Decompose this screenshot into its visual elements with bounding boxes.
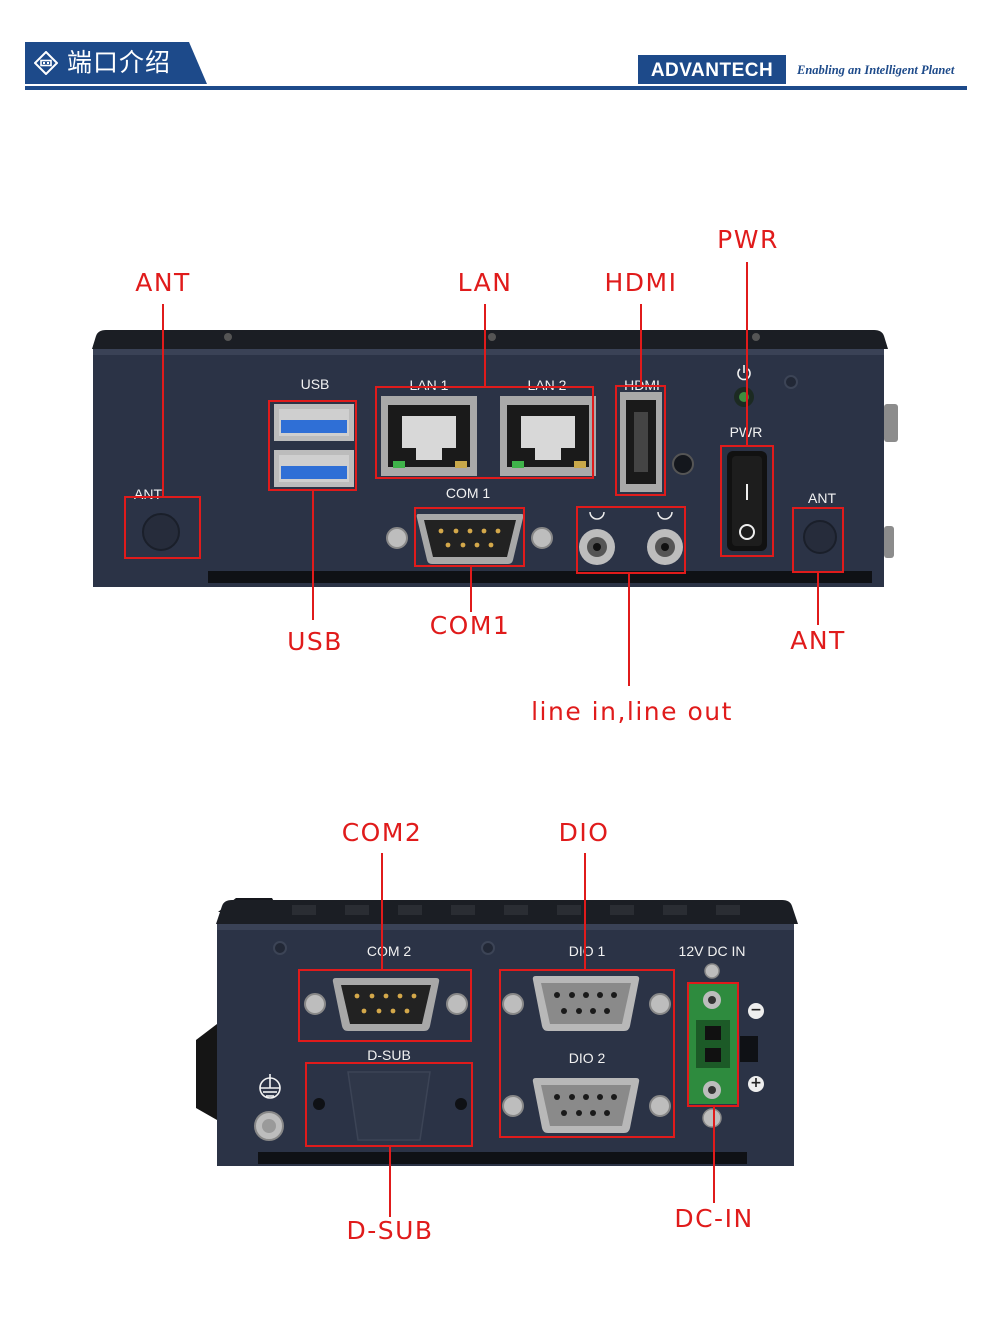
brand-slogan: Enabling an Intelligent Planet [797,63,955,77]
lan-ports [381,396,596,476]
usb-ports [274,404,354,487]
silk-dsub: D-SUB [367,1047,411,1063]
silk-lan2: LAN 2 [527,377,567,393]
silk-com2: COM 2 [366,943,412,959]
lan-highlight [375,386,594,479]
silk-ant-left: ANT [134,486,162,502]
ant-right-highlight [792,507,844,573]
callout-lan: LAN [457,268,513,297]
minus-icon: − [750,1002,762,1018]
silk-dio2: DIO 2 [568,1050,606,1066]
section-title: 端口介绍 [67,48,172,77]
usb-highlight [268,400,357,491]
callout-com2: COM2 [341,818,423,847]
callout-hdmi: HDMI [604,268,678,297]
silk-ant-right: ANT [808,490,836,506]
audio-leader [628,574,630,686]
silk-lan1: LAN 1 [409,377,449,393]
callout-dio: DIO [558,818,610,847]
callout-pwr: PWR [717,225,779,254]
pwr-highlight [720,445,774,557]
header-divider [25,86,967,90]
callout-audio: line in,line out [531,697,733,726]
plus-icon: + [750,1075,762,1091]
callout-dcin: DC-IN [674,1204,754,1233]
com1-leader [470,567,472,612]
silk-com1: COM 1 [445,485,491,501]
section-header-tab: 端口介绍 [25,42,207,84]
audio-highlight [576,506,686,574]
callout-dsub: D-SUB [346,1216,434,1245]
callout-ant-right: ANT [790,626,846,655]
com1-highlight [414,507,525,567]
ant-right-leader [817,573,819,625]
dcin-highlight [687,982,739,1107]
brand-logo: ADVANTECH [638,55,786,84]
callout-usb: USB [287,627,343,656]
ant-left-highlight [124,496,201,559]
dsub-highlight [305,1062,473,1147]
dsub-leader [389,1147,391,1217]
hdmi-leader [640,304,642,385]
silk-dcin: 12V DC IN [678,943,746,959]
silk-dio1: DIO 1 [568,943,606,959]
callout-com1: COM1 [429,611,511,640]
dcin-leader [713,1107,715,1203]
ant-left-leader [162,304,164,496]
usb-leader [312,491,314,620]
hdmi-highlight [615,385,666,496]
silk-usb: USB [300,376,330,392]
dio-highlight [499,969,675,1138]
com2-highlight [298,969,472,1042]
port-icon [34,51,58,75]
pwr-leader [746,262,748,445]
dio-leader [584,853,586,969]
com2-leader [381,853,383,969]
callout-ant-left: ANT [135,268,191,297]
lan-leader [484,304,486,386]
